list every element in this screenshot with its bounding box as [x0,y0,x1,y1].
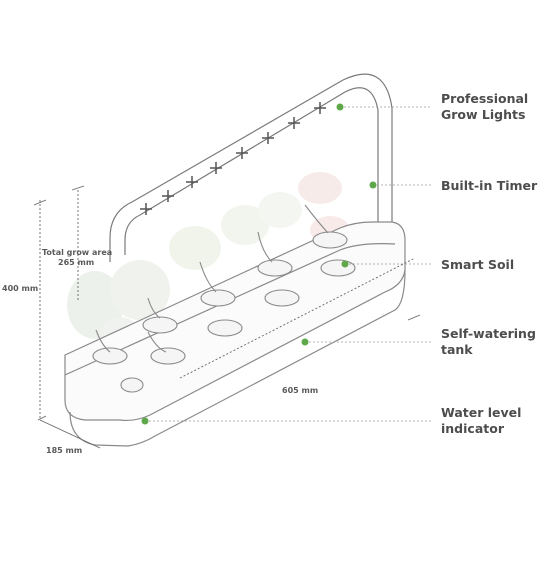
plant-pods [92,231,356,393]
dimension-lines [33,185,421,449]
callout-tank: Self-watering tank [441,326,536,358]
grow-area-label: Total grow area [42,248,113,257]
callout-water-level-line2: indicator [441,421,504,436]
callout-water-level: Water level indicator [441,405,521,437]
callout-tank-line2: tank [441,342,473,357]
callout-grow-lights: Professional Grow Lights [441,91,528,123]
callout-grow-lights-line1: Professional [441,91,529,106]
length-dimension: 605 mm [282,386,319,395]
depth-dimension: 185 mm [46,446,83,455]
callout-smart-soil: Smart Soil [441,257,514,273]
callout-timer: Built-in Timer [441,178,537,194]
callout-grow-lights-line2: Grow Lights [441,107,526,122]
grow-area-value: 265 mm [58,258,95,267]
height-dimension: 400 mm [2,284,39,293]
callout-markers [141,103,377,425]
grow-light-leds [140,102,326,215]
callout-smart-soil-line1: Smart Soil [441,257,515,272]
plant-stems [95,204,329,353]
callout-lines [145,106,432,422]
callout-water-level-line1: Water level [441,405,522,420]
callout-tank-line1: Self-watering [441,326,536,341]
callout-timer-line1: Built-in Timer [441,178,538,193]
